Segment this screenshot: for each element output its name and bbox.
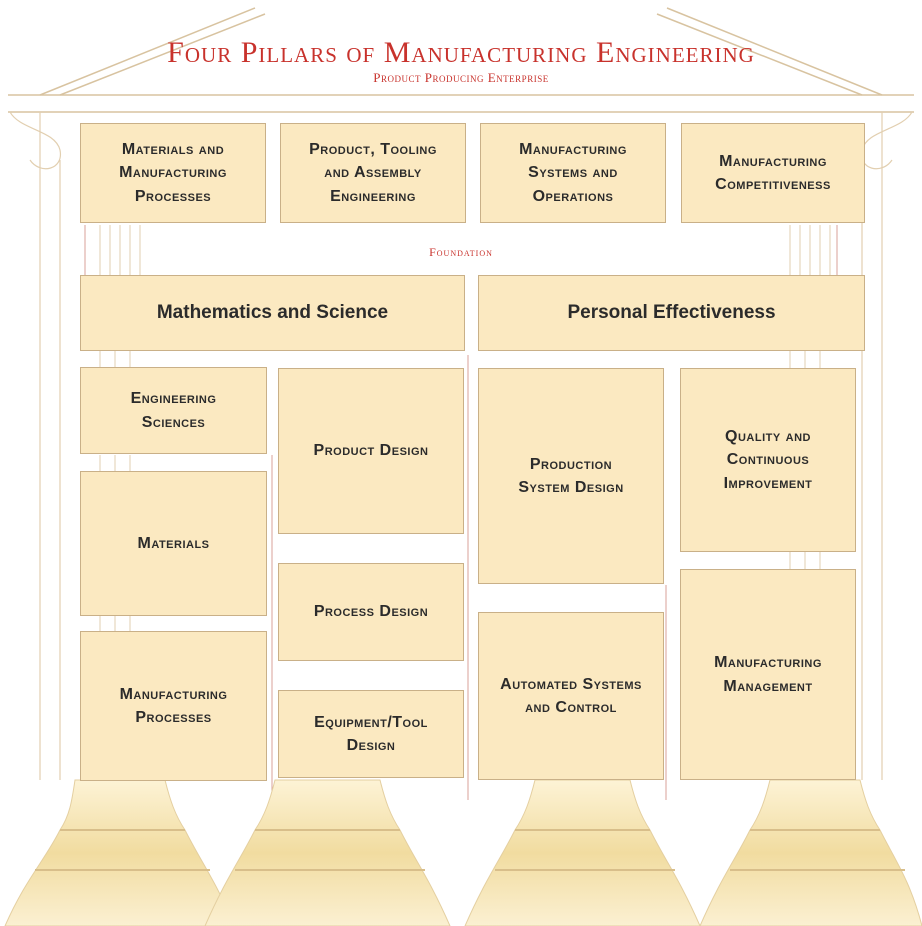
diagram-subtitle: Product Producing Enterprise [373, 70, 549, 85]
manufacturing-processes: Manufacturing Processes [80, 631, 267, 781]
manufacturing-management: Manufacturing Management [680, 569, 856, 780]
product-design: Product Design [278, 368, 464, 534]
production-system-design: Production System Design [478, 368, 664, 584]
pillar-manufacturing-systems: Manufacturing Systems and Operations [480, 123, 666, 223]
capitals [9, 111, 913, 780]
foundation-personal-effectiveness: Personal Effectiveness [478, 275, 865, 351]
base-rings [35, 829, 905, 871]
red-guide-lines [84, 225, 838, 800]
process-design: Process Design [278, 563, 464, 661]
pillar-materials-processes: Materials and Manufacturing Processes [80, 123, 266, 223]
foundation-label: Foundation [429, 245, 493, 259]
equipment-tool-design: Equipment/Tool Design [278, 690, 464, 778]
column-bases [4, 779, 922, 926]
diagram-title: Four Pillars of Manufacturing Engineerin… [167, 36, 755, 69]
column-fluting [99, 225, 831, 632]
materials: Materials [80, 471, 267, 616]
engineering-sciences: Engineering Sciences [80, 367, 267, 454]
pillar-product-tooling: Product, Tooling and Assembly Engineerin… [280, 123, 466, 223]
pillar-manufacturing-competitiveness: Manufacturing Competitiveness [681, 123, 865, 223]
pediment [8, 7, 914, 113]
quality-continuous-improvement: Quality and Continuous Improvement [680, 368, 856, 552]
automated-systems-control: Automated Systems and Control [478, 612, 664, 780]
foundation-math-science: Mathematics and Science [80, 275, 465, 351]
